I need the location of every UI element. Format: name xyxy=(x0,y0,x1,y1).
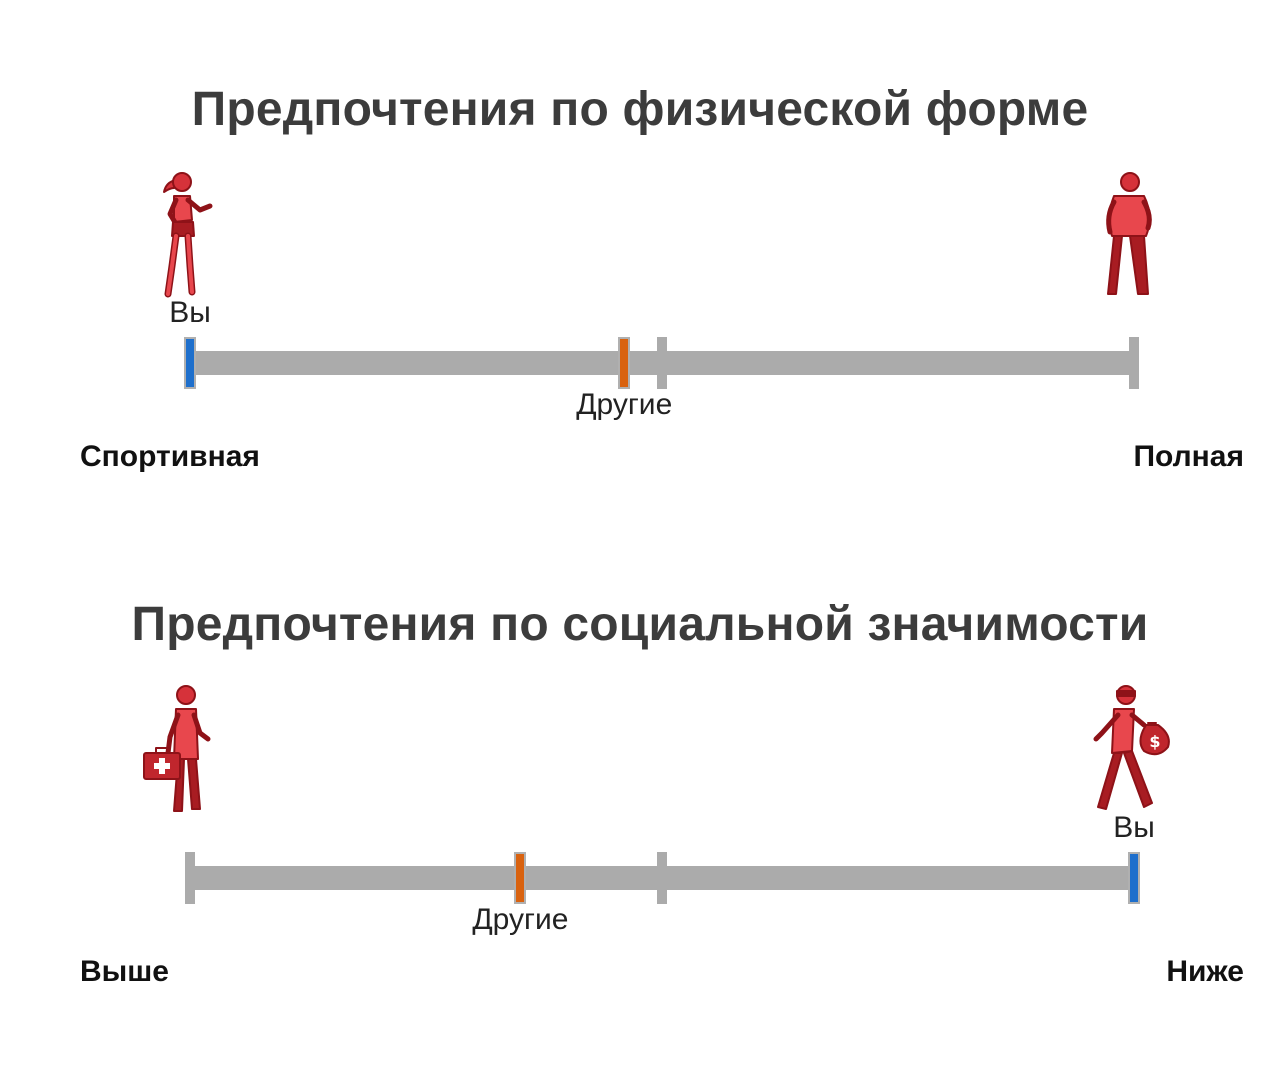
you-marker xyxy=(184,337,196,389)
scale-left-label: Выше xyxy=(80,955,169,988)
you-label: Вы xyxy=(1113,811,1155,844)
scale-title: Предпочтения по физической форме xyxy=(191,83,1089,136)
scale-tick-middle xyxy=(657,852,667,904)
athletic-woman-icon xyxy=(140,166,230,306)
others-label: Другие xyxy=(472,903,569,936)
scale-right-label: Ниже xyxy=(1166,955,1244,988)
others-label: Другие xyxy=(576,388,673,421)
thief-icon: $ xyxy=(1084,681,1174,821)
scale-left-label: Спортивная xyxy=(80,440,260,473)
social-status-scale: Предпочтения по социальной значимости xyxy=(0,585,1280,1065)
doctor-icon xyxy=(140,681,230,821)
scale-tick-left xyxy=(185,852,195,904)
physical-form-scale: Предпочтения по физической форме xyxy=(0,70,1280,550)
scale-right-label: Полная xyxy=(1133,440,1244,473)
dollar-sign-icon: $ xyxy=(1149,732,1160,751)
others-marker xyxy=(618,337,631,389)
you-label: Вы xyxy=(169,296,211,329)
scale-title: Предпочтения по социальной значимости xyxy=(131,598,1149,651)
scale-tick-middle xyxy=(657,337,667,389)
others-marker xyxy=(514,852,527,904)
scale-tick-right xyxy=(1129,337,1139,389)
you-marker xyxy=(1128,852,1140,904)
heavy-man-icon xyxy=(1084,166,1174,306)
